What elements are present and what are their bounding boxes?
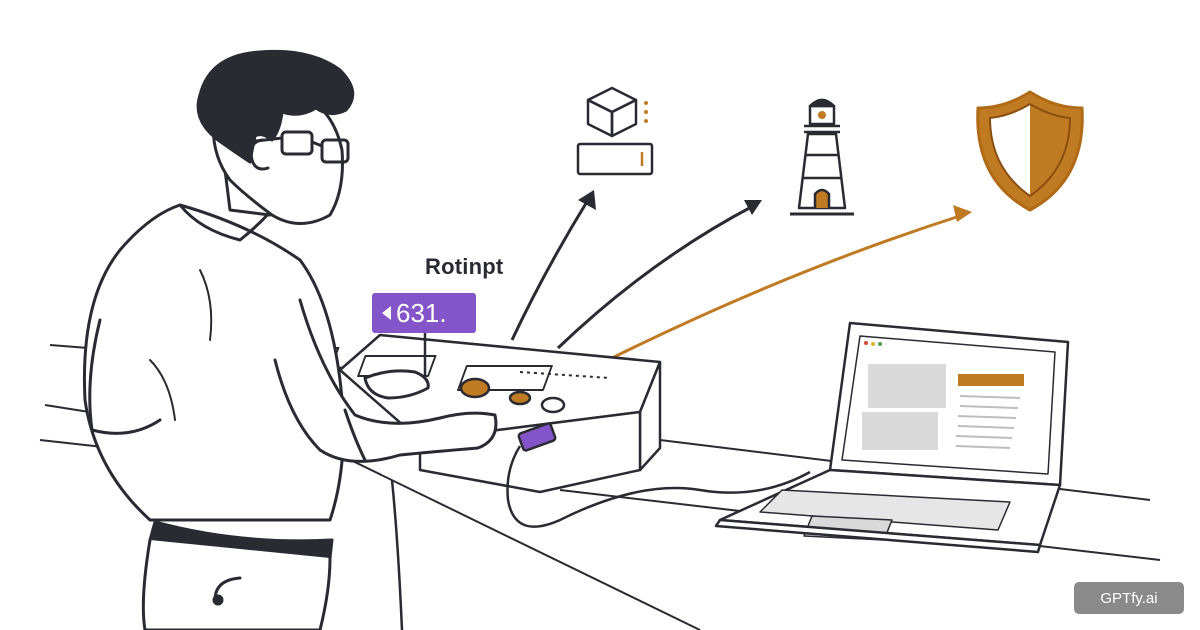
cable <box>506 445 811 528</box>
badge-value: 631. <box>396 297 447 328</box>
watermark-badge: GPTfy.ai <box>1074 582 1184 614</box>
laptop <box>714 321 1070 554</box>
caret-left-icon <box>382 306 391 320</box>
lighthouse-icon <box>790 98 854 216</box>
arrow-to-lighthouse <box>556 203 756 350</box>
person <box>82 49 498 630</box>
box-storage-icon <box>576 86 654 176</box>
console-label: Rotinpt <box>425 254 504 279</box>
knob-white <box>540 396 566 414</box>
knob-orange <box>459 377 491 399</box>
value-badge: 631. <box>372 293 476 333</box>
cable-2 <box>390 479 404 630</box>
control-console <box>239 333 662 494</box>
arrow-to-shield <box>611 212 967 360</box>
arrow-to-storage <box>510 199 590 341</box>
shield-icon <box>976 90 1084 212</box>
knob-small <box>508 390 532 406</box>
usb-plug <box>517 422 557 452</box>
arrows <box>510 190 972 360</box>
